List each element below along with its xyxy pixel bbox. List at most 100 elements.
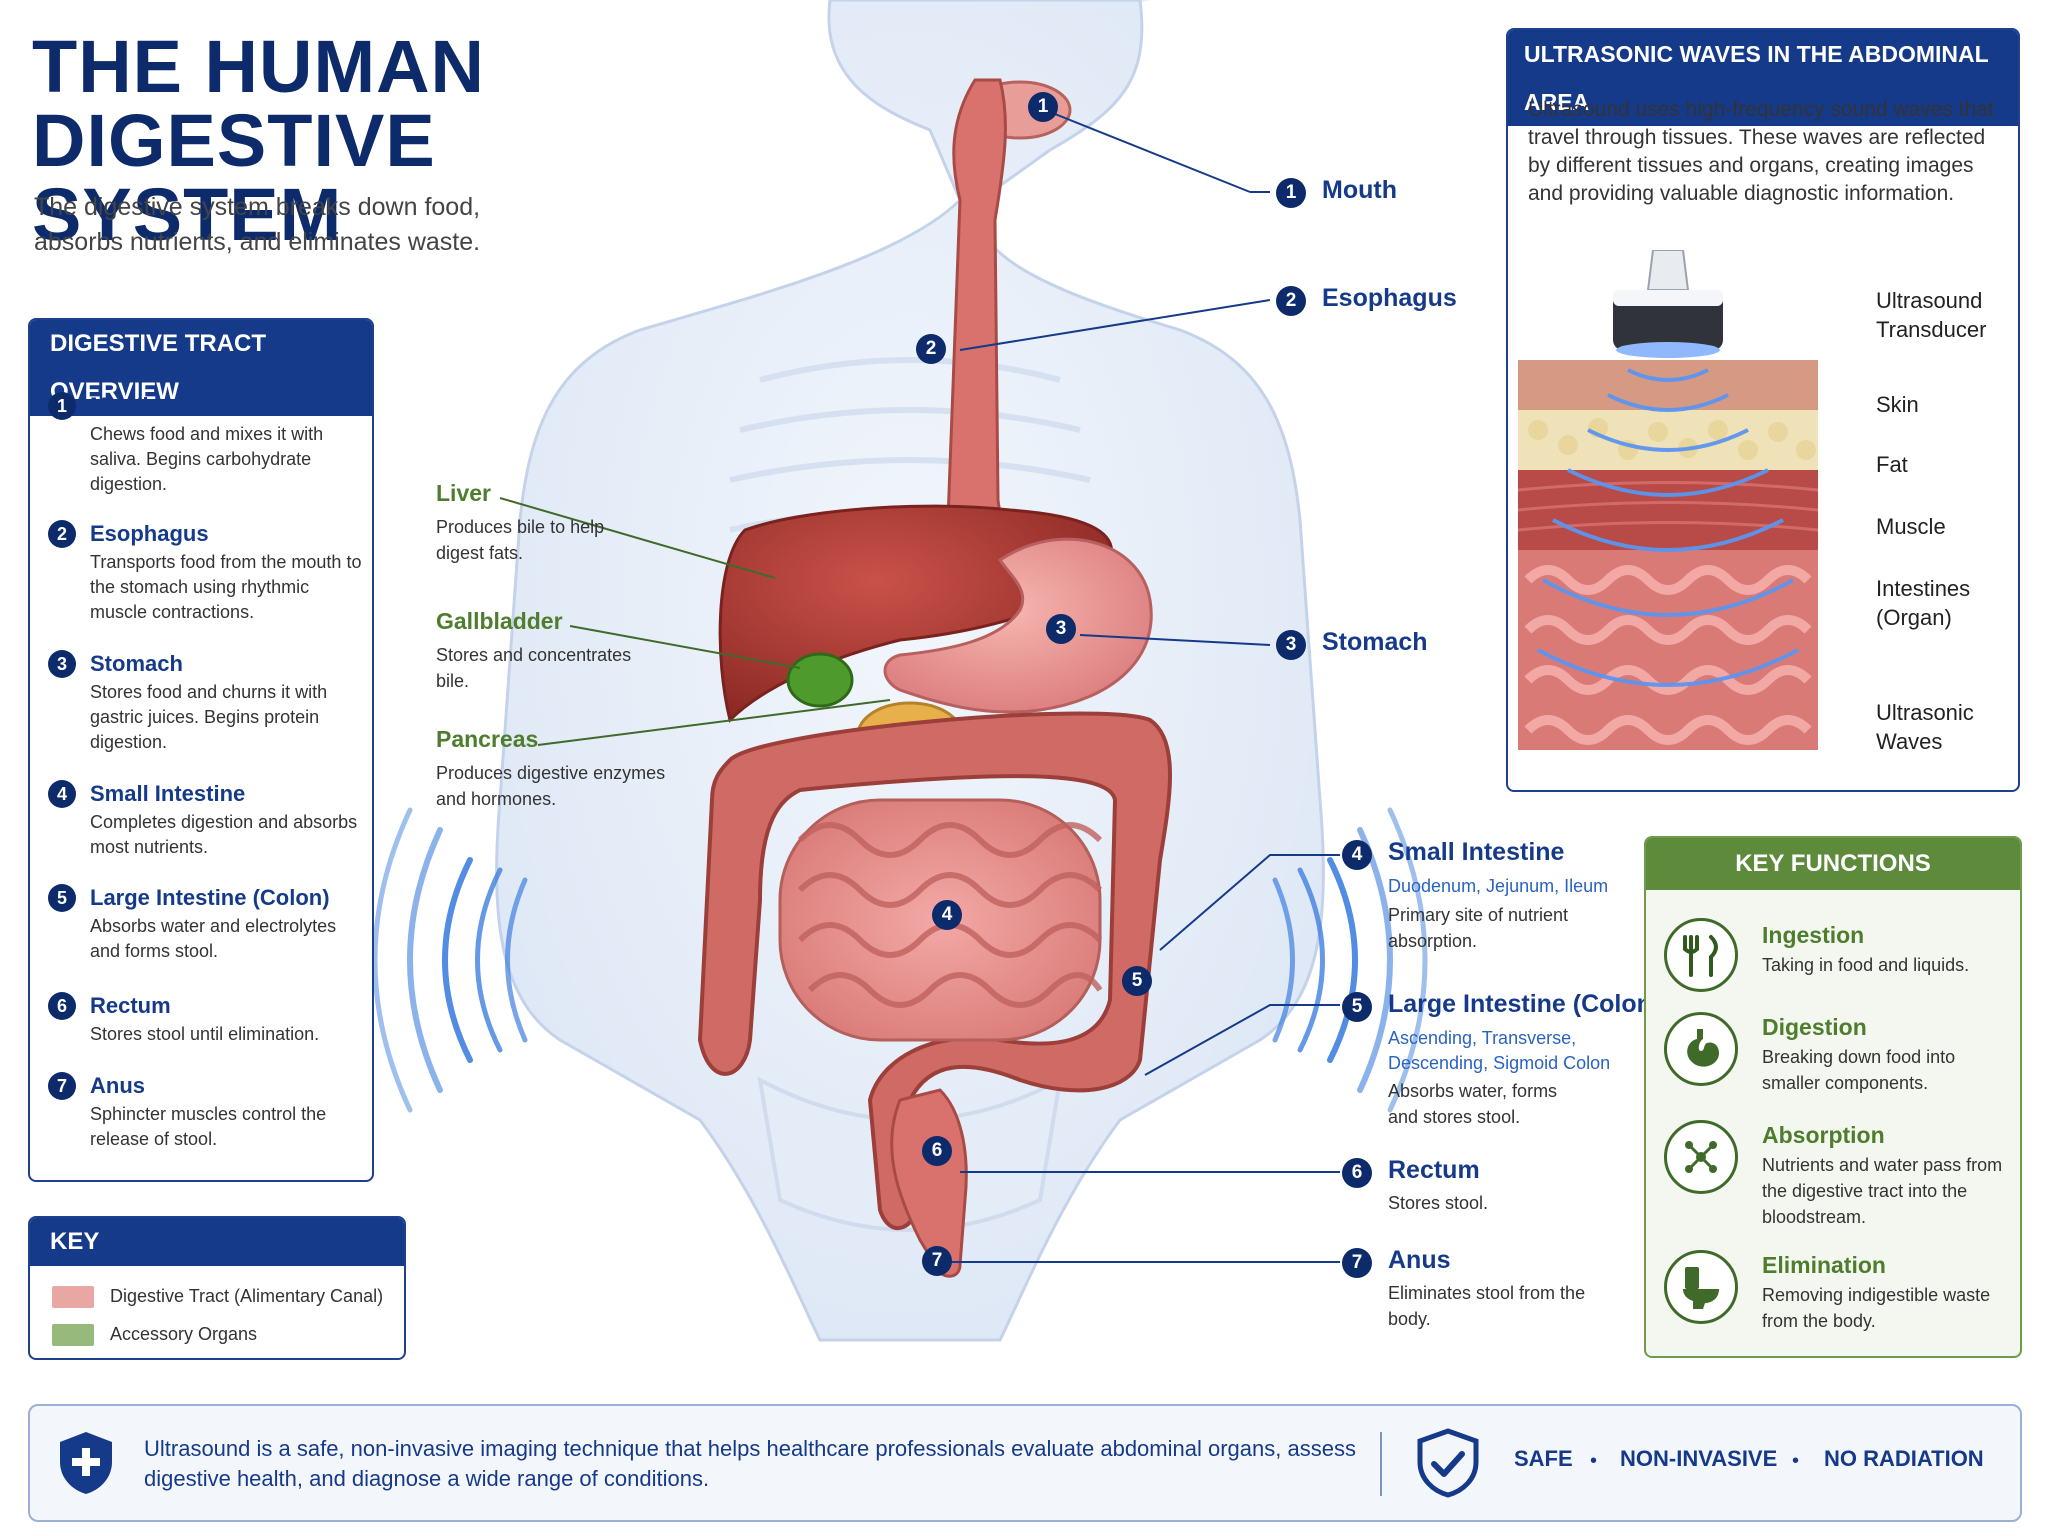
overview-item-title: Esophagus [90, 521, 209, 546]
accessory-swatch [52, 1324, 94, 1347]
page-title: THE HUMAN DIGESTIVE SYSTEM [32, 30, 672, 252]
key-row-tract: Digestive Tract (Alimentary Canal) [52, 1282, 383, 1310]
mouth-esophagus [946, 78, 1072, 562]
badge-separator: • [1792, 1450, 1800, 1472]
absorption-title: Absorption [1762, 1122, 1885, 1148]
callout-number-esophagus: 2 [1276, 286, 1306, 316]
badge-safe: SAFE [1514, 1446, 1573, 1471]
overview-item-large-intestine: 5 Large Intestine (Colon) Absorbs water … [48, 882, 368, 964]
badge-no-radiation: NO RADIATION [1824, 1446, 1984, 1471]
liver-label: Liver [436, 480, 491, 506]
title-line-1: THE HUMAN [32, 25, 485, 108]
overview-item-text: Stores stool until elimination. [90, 1024, 320, 1044]
overview-item-rectum: 6 Rectum Stores stool until elimination. [48, 990, 368, 1047]
label-muscle: Muscle [1876, 514, 1946, 539]
label-intestines: Intestines (Organ) [1876, 576, 1971, 630]
key-label: Accessory Organs [110, 1324, 258, 1344]
marker-small-intestine: 4 [932, 900, 962, 930]
ultrasound-panel: ULTRASONIC WAVES IN THE ABDOMINAL AREA U… [1506, 28, 2020, 792]
key-row-accessory: Accessory Organs [52, 1320, 257, 1348]
marker-esophagus: 2 [916, 334, 946, 364]
ultrasound-heading: ULTRASONIC WAVES IN THE ABDOMINAL AREA [1508, 30, 2018, 126]
key-panel: KEY Digestive Tract (Alimentary Canal) A… [28, 1216, 406, 1360]
leader-lines [945, 109, 1340, 1263]
overview-number: 3 [48, 650, 76, 678]
label-ultrasonic-waves: Ultrasonic Waves [1876, 700, 1974, 754]
overview-item-title: Small Intestine [90, 781, 246, 806]
footer-divider [1380, 1432, 1382, 1496]
ultrasonic-waves [1537, 368, 1799, 687]
label-fat: Fat [1876, 452, 1908, 477]
callout-rectum-text: Stores stool. [1388, 1193, 1489, 1213]
callout-small-intestine-sub: Duodenum, Jejunum, Ileum [1388, 876, 1609, 896]
callout-rectum-title: Rectum [1388, 1156, 1480, 1184]
shield-plus-icon [56, 1430, 116, 1501]
overview-item-text: Stores food and churns it with gastric j… [90, 682, 328, 752]
marker-anus: 7 [922, 1246, 952, 1276]
overview-heading: DIGESTIVE TRACT OVERVIEW [30, 320, 372, 416]
overview-item-anus: 7 Anus Sphincter muscles control the rel… [48, 1070, 368, 1152]
overview-number: 6 [48, 992, 76, 1020]
callout-anus-title: Anus [1388, 1246, 1451, 1274]
stomach-icon [1664, 1012, 1738, 1086]
absorption-text: Nutrients and water pass from the digest… [1762, 1155, 2003, 1227]
callout-stomach-title: Stomach [1322, 628, 1428, 656]
marker-mouth: 1 [1028, 92, 1058, 122]
overview-number: 4 [48, 780, 76, 808]
key-functions-panel: KEY FUNCTIONS Ingestion Taking in food a… [1644, 836, 2022, 1358]
gallbladder-shape [786, 652, 854, 708]
rectum-shape [890, 1088, 968, 1278]
pancreas-label: Pancreas [436, 726, 539, 752]
overview-item-text: Absorbs water and electrolytes and forms… [90, 916, 337, 961]
overview-item-text: Sphincter muscles control the release of… [90, 1104, 327, 1149]
callout-anus-text: Eliminates stool from the body. [1388, 1283, 1586, 1329]
overview-item-title: Mouth [90, 393, 156, 418]
marker-large-intestine: 5 [1122, 966, 1152, 996]
body-waves [372, 807, 1428, 1113]
overview-item-mouth: 1 Mouth Chews food and mixes it with sal… [48, 390, 368, 497]
gallbladder-label: Gallbladder [436, 608, 563, 634]
badge-non-invasive: NON-INVASIVE [1620, 1446, 1778, 1471]
callout-number-rectum: 6 [1342, 1158, 1372, 1188]
callout-number-large-intestine: 5 [1342, 992, 1372, 1022]
callout-number-anus: 7 [1342, 1248, 1372, 1278]
overview-item-text: Chews food and mixes it with saliva. Beg… [90, 424, 324, 494]
ultrasound-description: Ultrasound uses high-frequency sound wav… [1528, 98, 1994, 205]
pancreas-text: Produces digestive enzymes and hormones. [436, 763, 666, 809]
marker-stomach: 3 [1046, 614, 1076, 644]
callout-esophagus-title: Esophagus [1322, 284, 1457, 312]
callout-number-stomach: 3 [1276, 630, 1306, 660]
callout-small-intestine-text: Primary site of nutrient absorption. [1388, 905, 1569, 951]
overview-item-title: Rectum [90, 993, 171, 1018]
overview-item-title: Anus [90, 1073, 145, 1098]
overview-number: 1 [48, 392, 76, 420]
ingestion-title: Ingestion [1762, 922, 1865, 948]
toilet-icon [1664, 1250, 1738, 1324]
fork-knife-icon [1664, 918, 1738, 992]
overview-number: 2 [48, 520, 76, 548]
liver-text: Produces bile to help digest fats. [436, 517, 605, 563]
callout-large-intestine-sub: Ascending, Transverse, Descending, Sigmo… [1388, 1028, 1611, 1073]
page-subtitle: The digestive system breaks down food, a… [34, 193, 481, 256]
tract-swatch [52, 1286, 94, 1309]
overview-item-title: Stomach [90, 651, 183, 676]
callout-mouth-title: Mouth [1322, 176, 1397, 204]
elimination-title: Elimination [1762, 1252, 1886, 1278]
absorption-icon [1664, 1120, 1738, 1194]
transducer-icon [1613, 250, 1723, 358]
skin-layer [1518, 360, 1818, 410]
callout-number-small-intestine: 4 [1342, 840, 1372, 870]
label-transducer: Ultrasound Transducer [1876, 288, 1987, 342]
overview-number: 7 [48, 1072, 76, 1100]
key-label: Digestive Tract (Alimentary Canal) [110, 1286, 384, 1306]
footer-text: Ultrasound is a safe, non-invasive imagi… [144, 1436, 1356, 1491]
large-intestine-shape [697, 711, 1172, 1231]
callout-large-intestine-title: Large Intestine (Colon) [1388, 990, 1661, 1018]
stomach-shape [883, 537, 1153, 714]
tissue-cross-section [1518, 250, 1818, 750]
key-heading: KEY [30, 1218, 404, 1266]
overview-number: 5 [48, 884, 76, 912]
shield-check-icon [1416, 1428, 1480, 1503]
title-line-2: DIGESTIVE SYSTEM [32, 99, 436, 256]
ingestion-text: Taking in food and liquids. [1762, 955, 1970, 975]
